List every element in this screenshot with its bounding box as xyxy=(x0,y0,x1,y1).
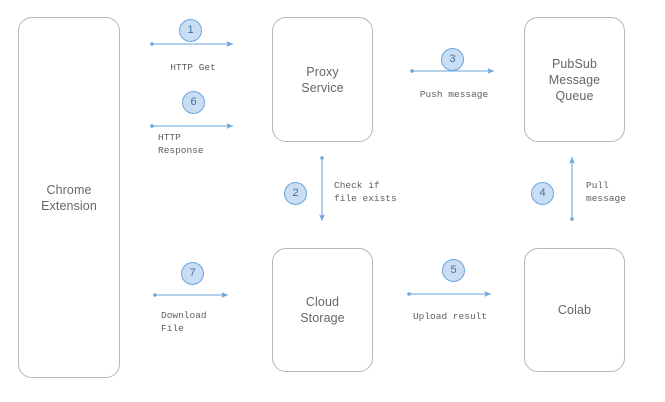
edge-label-push-message: Push message xyxy=(419,89,489,100)
step-badge-5[interactable]: 5 xyxy=(442,259,465,282)
step-badge-2[interactable]: 2 xyxy=(284,182,307,205)
node-label-proxy-service: Proxy Service xyxy=(301,64,344,95)
node-colab[interactable]: Colab xyxy=(524,248,625,372)
edge-tail-dot-pull-message xyxy=(570,217,574,221)
edge-tail-dot-upload-result xyxy=(407,292,411,296)
node-proxy-service[interactable]: Proxy Service xyxy=(272,17,373,142)
edge-tail-dot-http-get xyxy=(150,42,154,46)
node-chrome-extension[interactable]: Chrome Extension xyxy=(18,17,120,378)
edge-label-http-get: HTTP Get xyxy=(170,62,216,73)
edge-label-download-file: Download File xyxy=(161,310,207,334)
step-badge-3[interactable]: 3 xyxy=(441,48,464,71)
node-label-cloud-storage: Cloud Storage xyxy=(300,295,345,325)
node-label-colab: Colab xyxy=(557,303,592,317)
node-pubsub-message-queue[interactable]: PubSub Message Queue xyxy=(524,17,625,142)
edge-label-http-response: HTTP Response xyxy=(158,132,204,156)
edge-label-upload-result: Upload result xyxy=(412,311,488,322)
edge-tail-dot-push-message xyxy=(410,69,414,73)
edge-tail-dot-check-if-file-exists xyxy=(320,156,324,160)
step-badge-6[interactable]: 6 xyxy=(182,91,205,114)
edge-tail-dot-http-response xyxy=(150,124,154,128)
node-cloud-storage[interactable]: Cloud Storage xyxy=(272,248,373,372)
edge-tail-dot-download-file xyxy=(153,293,157,297)
step-badge-1[interactable]: 1 xyxy=(179,19,202,42)
step-badge-4[interactable]: 4 xyxy=(531,182,554,205)
node-label-pubsub-message-queue: PubSub Message Queue xyxy=(548,56,601,103)
node-label-chrome-extension: Chrome Extension xyxy=(41,182,97,213)
edge-label-pull-message: Pull message xyxy=(586,180,626,204)
edge-label-check-if-file-exists: Check if file exists xyxy=(334,180,397,204)
step-badge-7[interactable]: 7 xyxy=(181,262,204,285)
